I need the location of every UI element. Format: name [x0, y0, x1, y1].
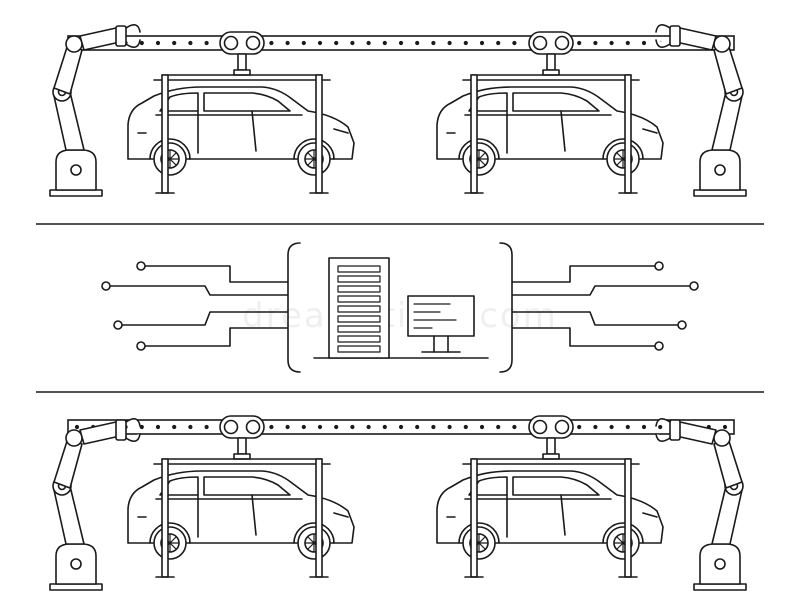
monitor-icon: [407, 295, 475, 353]
circuit-traces-right: [512, 261, 699, 351]
circuit-traces-left: [101, 261, 288, 351]
control-center: [287, 242, 513, 373]
car-unit-top-right: [436, 31, 664, 194]
car-unit-top-left: [127, 31, 355, 194]
circuit-trace-icon: [512, 281, 699, 296]
circuit-trace-icon: [101, 281, 288, 296]
circuit-trace-icon: [512, 261, 664, 283]
production-line-bottom: [49, 415, 747, 591]
circuit-trace-icon: [512, 311, 687, 330]
circuit-trace-icon: [136, 261, 288, 283]
car-unit-bottom-right: [436, 415, 664, 578]
frame-left-bracket: [287, 242, 301, 373]
circuit-trace-icon: [136, 327, 288, 351]
conveyor-rail-bottom: [67, 419, 735, 435]
car-unit-bottom-left: [127, 415, 355, 578]
server-rack-icon: [328, 257, 390, 359]
circuit-trace-icon: [113, 311, 288, 330]
frame-right-bracket: [499, 242, 513, 373]
robot-arm-icon: [655, 417, 747, 591]
robot-arm-icon: [49, 417, 141, 591]
production-line-top: [49, 24, 747, 197]
conveyor-rail-top: [67, 35, 735, 51]
circuit-trace-icon: [512, 327, 664, 351]
